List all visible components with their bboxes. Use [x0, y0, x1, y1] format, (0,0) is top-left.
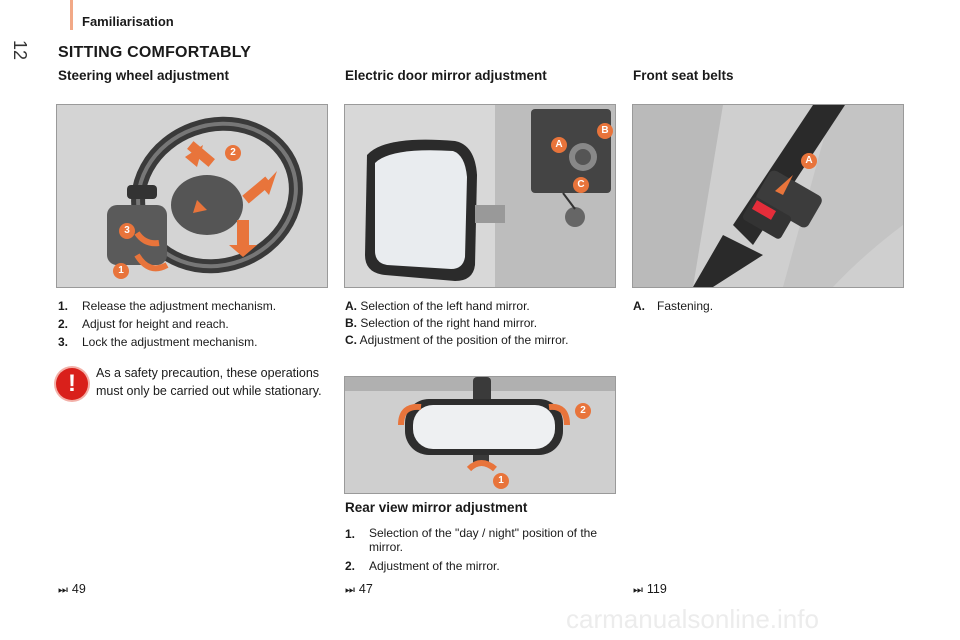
- reference-arrow-icon: ⏭: [58, 584, 68, 596]
- list-item: 1. Selection of the "day / night" positio…: [345, 526, 617, 554]
- item-text: Selection of the right hand mirror.: [360, 316, 538, 330]
- item-letter: B.: [345, 316, 357, 330]
- list-item: 2. Adjustment of the mirror.: [345, 558, 617, 575]
- reference-arrow-icon: ⏭: [633, 584, 643, 596]
- seat-belt-illustration: A: [632, 104, 904, 288]
- list-item: C. Adjustment of the position of the mir…: [345, 332, 615, 349]
- step-number: 2.: [345, 559, 356, 573]
- mirror-heading: Electric door mirror adjustment: [345, 68, 547, 83]
- item-text: Fastening.: [657, 299, 714, 313]
- callout-1-badge: 1: [113, 263, 129, 279]
- header-accent-bar: [70, 0, 73, 30]
- watermark: carmanualsonline.info: [566, 604, 819, 634]
- callout-c-badge: C: [573, 177, 589, 193]
- reference-page: 119: [646, 582, 667, 596]
- callout-b-badge: B: [597, 123, 613, 139]
- callout-a-badge: A: [801, 153, 817, 169]
- callout-2-badge: 2: [575, 403, 591, 419]
- item-text: Selection of the left hand mirror.: [360, 299, 530, 313]
- step-number: 1.: [58, 299, 69, 313]
- step-text: Lock the adjustment mechanism.: [82, 335, 258, 349]
- seatbelt-page-reference[interactable]: ⏭119: [633, 582, 667, 597]
- rearview-steps: 1. Selection of the "day / night" positio…: [345, 526, 617, 576]
- rearview-heading: Rear view mirror adjustment: [345, 500, 528, 515]
- rearview-page-reference[interactable]: ⏭47: [345, 582, 373, 597]
- item-letter: C.: [345, 333, 357, 347]
- page-number: 12: [10, 40, 30, 61]
- list-item: A. Selection of the left hand mirror.: [345, 298, 615, 315]
- step-text: Release the adjustment mechanism.: [82, 299, 277, 313]
- list-item: 3. Lock the adjustment mechanism.: [58, 334, 328, 351]
- steering-heading: Steering wheel adjustment: [58, 68, 230, 83]
- step-number: 3.: [58, 335, 69, 349]
- step-number: 1.: [345, 527, 356, 541]
- callout-a-badge: A: [551, 137, 567, 153]
- item-letter: A.: [345, 299, 357, 313]
- list-item: A. Fastening.: [633, 298, 893, 315]
- steering-steps: 1. Release the adjustment mechanism. 2. Ad…: [58, 298, 328, 352]
- warning-text: As a safety precaution, these operations…: [96, 366, 322, 398]
- mirror-items: A. Selection of the left hand mirror. B.…: [345, 298, 615, 349]
- step-number: 2.: [58, 317, 69, 331]
- section-label: Familiarisation: [82, 14, 174, 29]
- door-mirror-illustration: A B C: [344, 104, 616, 288]
- steering-page-reference[interactable]: ⏭49: [58, 582, 86, 597]
- seatbelt-heading: Front seat belts: [633, 68, 734, 83]
- step-text: Adjust for height and reach.: [82, 317, 229, 331]
- item-text: Adjustment of the position of the mirror…: [359, 333, 569, 347]
- callout-1-badge: 1: [493, 473, 509, 489]
- rear-view-mirror-illustration: 2 1: [344, 376, 616, 494]
- list-item: B. Selection of the right hand mirror.: [345, 315, 615, 332]
- callout-2-badge: 2: [225, 145, 241, 161]
- callout-3-badge: 3: [119, 223, 135, 239]
- seatbelt-items: A. Fastening.: [633, 298, 893, 316]
- warning-icon: !: [56, 368, 88, 400]
- reference-arrow-icon: ⏭: [345, 584, 355, 596]
- reference-page: 47: [358, 582, 373, 596]
- steering-wheel-illustration: 2 3 1: [56, 104, 328, 288]
- step-text: Adjustment of the mirror.: [369, 559, 500, 573]
- page-title: SITTING COMFORTABLY: [58, 44, 252, 61]
- list-item: 1. Release the adjustment mechanism.: [58, 298, 328, 315]
- reference-page: 49: [71, 582, 86, 596]
- item-letter: A.: [633, 299, 645, 313]
- list-item: 2. Adjust for height and reach.: [58, 316, 328, 333]
- step-text: Selection of the "day / night" position …: [369, 526, 597, 554]
